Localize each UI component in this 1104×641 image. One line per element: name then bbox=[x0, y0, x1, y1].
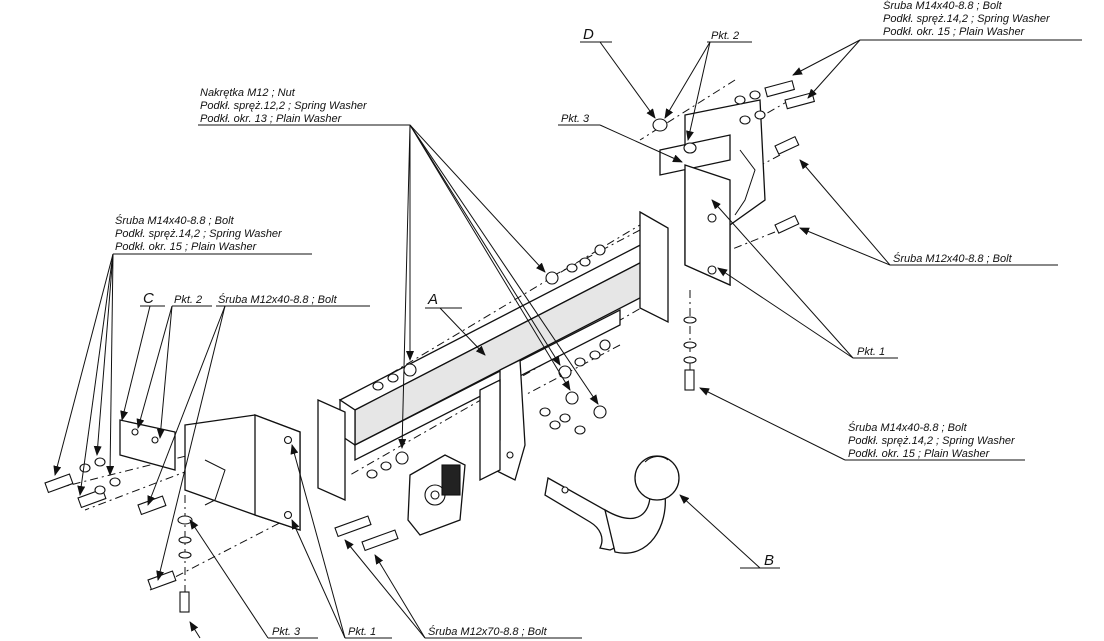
callout-text: Podkł. okr. 15 ; Plain Washer bbox=[848, 448, 991, 460]
callout-text: Śruba M14x40-8.8 ; Bolt bbox=[883, 0, 1003, 12]
part-letter-c: C bbox=[143, 290, 154, 307]
hardware-bottom bbox=[334, 316, 697, 552]
cross-beam-a bbox=[317, 210, 669, 502]
callout-text: Podkł. okr. 13 ; Plain Washer bbox=[200, 113, 343, 125]
callout-text: Śruba M14x40-8.8 ; Bolt bbox=[848, 421, 968, 434]
callout-text: Śruba M14x40-8.8 ; Bolt bbox=[115, 214, 235, 227]
callout-text: Podkł. spręż.14,2 ; Spring Washer bbox=[115, 228, 283, 240]
hardware-nuts-right bbox=[539, 244, 611, 435]
callout-text: Nakrętka M12 ; Nut bbox=[200, 87, 296, 99]
right-side-bracket-d bbox=[659, 99, 766, 287]
part-letter-d: D bbox=[583, 26, 594, 43]
callout-pkt1-bottom: Pkt. 1 bbox=[348, 626, 376, 638]
hardware-nuts-left bbox=[366, 363, 417, 479]
callout-pkt1-right: Pkt. 1 bbox=[857, 346, 885, 358]
callout-pkt3-bottom: Pkt. 3 bbox=[272, 626, 301, 638]
socket-plate bbox=[407, 454, 466, 536]
callout-pkt3-top: Pkt. 3 bbox=[561, 113, 590, 125]
hardware-left bbox=[44, 457, 193, 613]
callout-text: Podkł. spręż.14,2 ; Spring Washer bbox=[848, 435, 1016, 447]
hardware-top-right bbox=[652, 80, 816, 234]
callout-bolt-m12-left: Śruba M12x40-8.8 ; Bolt bbox=[218, 293, 338, 306]
callout-bottom-right-bolt: Śruba M14x40-8.8 ; Bolt Podkł. spręż.14,… bbox=[848, 421, 1016, 460]
callout-left-bolt: Śruba M14x40-8.8 ; Bolt Podkł. spręż.14,… bbox=[115, 214, 283, 253]
callout-text: Podkł. okr. 15 ; Plain Washer bbox=[883, 26, 1026, 38]
ball-mount-hanger bbox=[479, 358, 526, 482]
callout-text: Podkł. spręż.14,2 ; Spring Washer bbox=[883, 13, 1051, 25]
callout-text: Podkł. okr. 15 ; Plain Washer bbox=[115, 241, 258, 253]
ball-neck-b bbox=[544, 455, 680, 554]
callout-bolt-m12x70: Śruba M12x70-8.8 ; Bolt bbox=[428, 625, 548, 638]
part-letter-a: A bbox=[427, 291, 438, 308]
part-letter-b: B bbox=[764, 552, 774, 569]
callout-pkt2-top: Pkt. 2 bbox=[711, 30, 739, 42]
callout-bolt-m12-right: Śruba M12x40-8.8 ; Bolt bbox=[893, 252, 1013, 265]
left-side-bracket-c bbox=[119, 414, 301, 531]
callout-top-nut: Nakrętka M12 ; Nut Podkł. spręż.12,2 ; S… bbox=[200, 87, 368, 125]
callout-pkt2-left: Pkt. 2 bbox=[174, 294, 202, 306]
callout-text: Podkł. spręż.12,2 ; Spring Washer bbox=[200, 100, 368, 112]
callout-top-right-bolt: Śruba M14x40-8.8 ; Bolt Podkł. spręż.14,… bbox=[883, 0, 1051, 38]
leader-lines bbox=[53, 39, 1082, 639]
